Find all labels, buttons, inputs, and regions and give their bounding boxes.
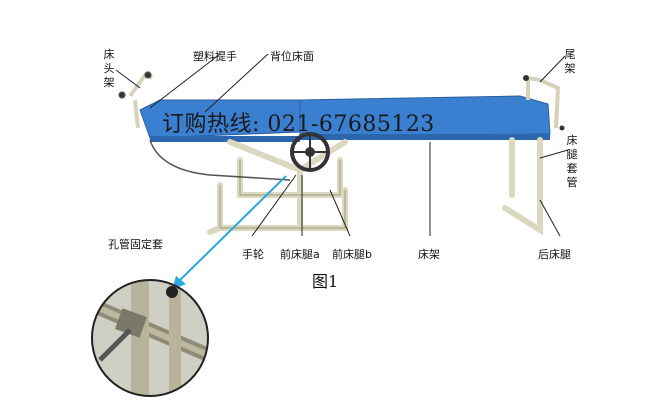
label-leg-sleeve: 床腿套管: [566, 134, 578, 189]
cable: [149, 139, 291, 181]
detail-pointer: [177, 175, 287, 283]
label-hand-wheel: 手轮: [242, 248, 264, 261]
leader-lines: [115, 53, 569, 237]
hotline-text: 订购热线: 021-67685123: [162, 112, 435, 137]
detail-inset: [91, 279, 209, 397]
bed-frame: [207, 137, 543, 236]
figure-caption: 图1: [312, 272, 339, 291]
label-front-leg-b: 前床腿b: [332, 248, 372, 261]
head-frame-handles: [118, 71, 152, 99]
label-tail-frame: 尾架: [564, 48, 576, 75]
label-plastic-handle: 塑料提手: [193, 50, 237, 63]
label-tube-fixing-sleeve: 孔管固定套: [108, 238, 163, 251]
label-front-leg-a: 前床腿a: [280, 248, 320, 261]
label-rear-leg: 后床腿: [538, 248, 571, 261]
tail-frame: [526, 76, 561, 129]
label-back-surface: 背位床面: [270, 50, 314, 63]
hand-wheel: [290, 132, 330, 172]
label-head-frame: 床头架: [103, 48, 115, 89]
label-bed-frame: 床架: [418, 248, 440, 261]
bed-surface: [139, 95, 551, 142]
